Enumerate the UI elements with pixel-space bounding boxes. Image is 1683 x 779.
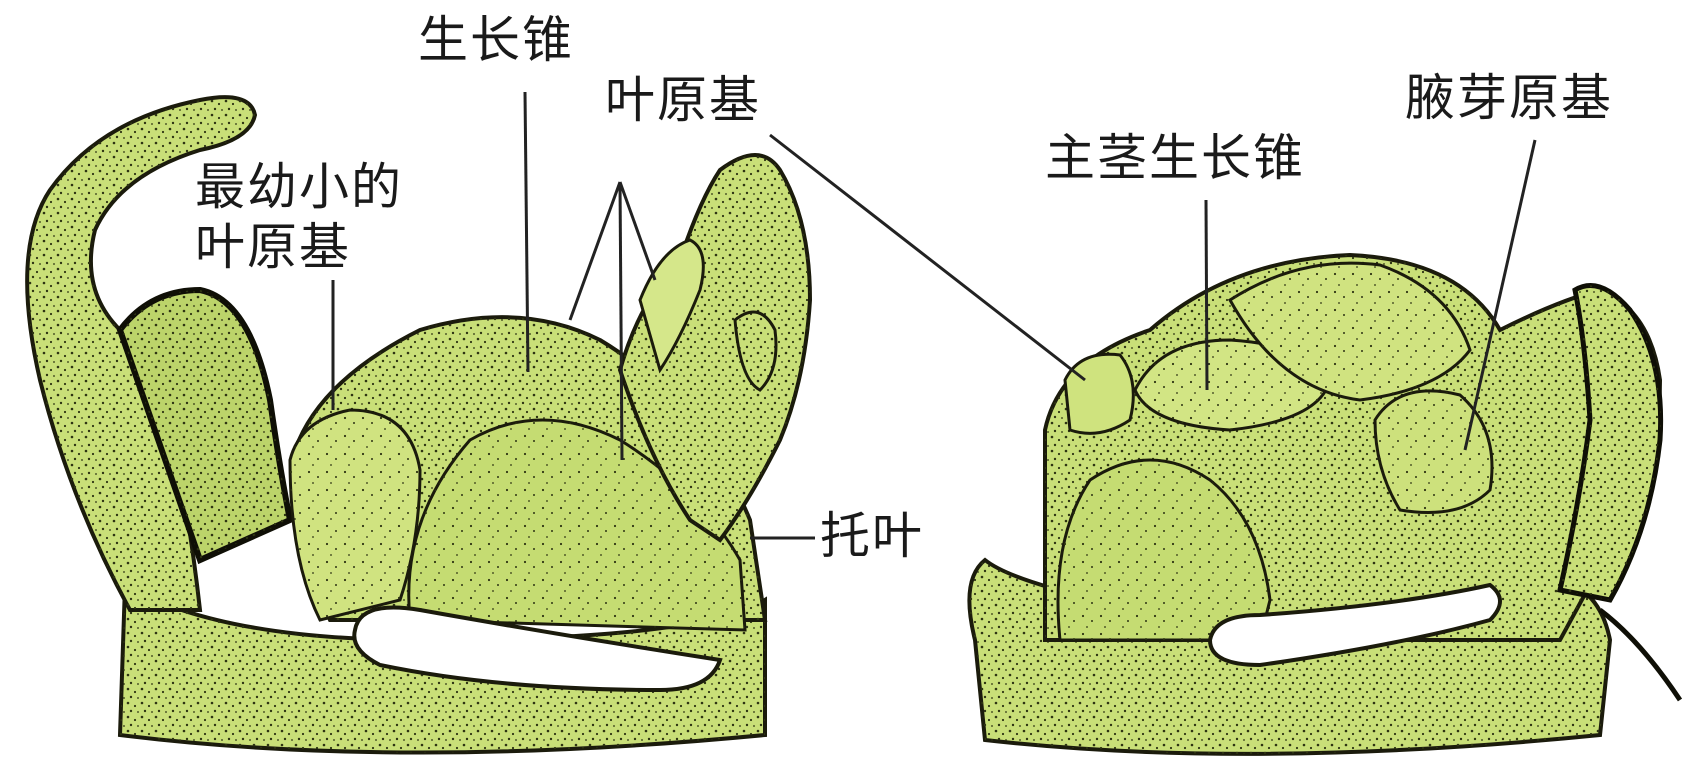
right-stalk [1600, 610, 1680, 700]
leader-leaf-primordium-b [620, 182, 622, 460]
label-main-stem-growth-cone: 主茎生长锥 [1045, 130, 1305, 186]
left-shoot-apex [27, 97, 810, 752]
label-stipule: 托叶 [820, 508, 924, 564]
right-leaf-primordium [1065, 354, 1133, 433]
leader-leaf-primordium-right [770, 135, 1085, 380]
label-youngest-primordium-line2: 叶原基 [195, 218, 351, 276]
right-shoot-apex [969, 255, 1680, 754]
label-youngest-primordium-line1: 最幼小的 [195, 158, 403, 216]
label-leaf-primordium: 叶原基 [605, 72, 761, 128]
leader-leaf-primordium-a [570, 182, 620, 320]
label-growth-cone: 生长锥 [418, 12, 574, 68]
leader-main-stem-cone [1206, 200, 1207, 390]
label-axillary-bud-primordium: 腋芽原基 [1405, 70, 1613, 126]
leader-leaf-primordium-c [620, 182, 655, 280]
